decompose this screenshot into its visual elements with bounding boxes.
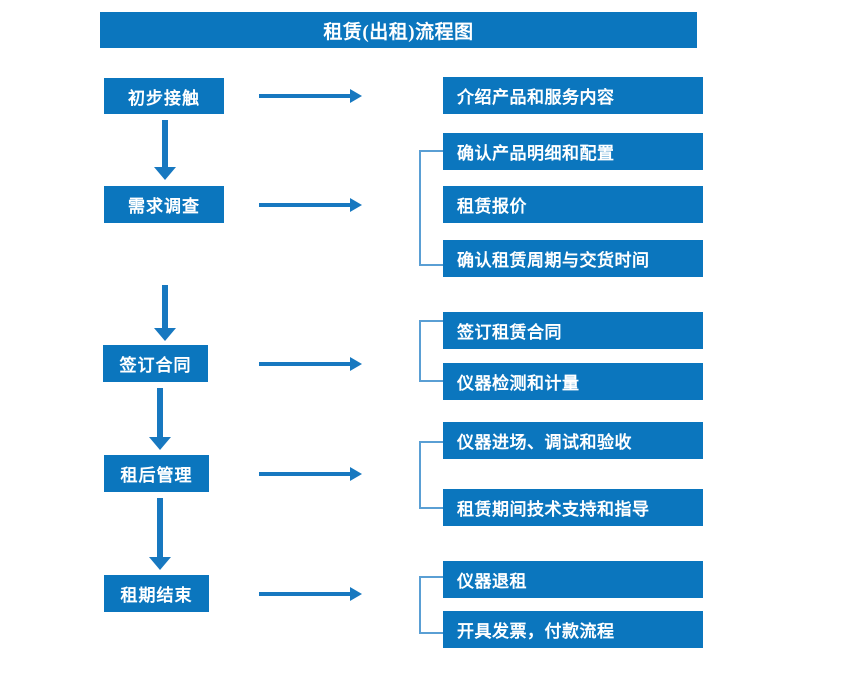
detail-box-3-1[interactable]: 签订租赁合同 xyxy=(443,312,703,349)
down-arrow-icon-1 xyxy=(154,120,176,180)
down-arrow-icon-2 xyxy=(154,285,176,341)
right-arrow-icon-4 xyxy=(259,467,362,481)
stage-box-4[interactable]: 租后管理 xyxy=(104,455,209,492)
group-bracket-icon-5 xyxy=(419,576,443,634)
detail-box-5-2[interactable]: 开具发票，付款流程 xyxy=(443,611,703,648)
down-arrow-icon-4 xyxy=(149,498,171,570)
detail-box-1-1[interactable]: 介绍产品和服务内容 xyxy=(443,77,703,114)
stage-box-2[interactable]: 需求调查 xyxy=(104,186,224,223)
right-arrow-icon-2 xyxy=(259,198,362,212)
group-bracket-icon-4 xyxy=(419,441,443,509)
right-arrow-icon-5 xyxy=(259,587,362,601)
group-bracket-icon-2 xyxy=(419,150,443,266)
detail-box-4-2[interactable]: 租赁期间技术支持和指导 xyxy=(443,489,703,526)
stage-box-3[interactable]: 签订合同 xyxy=(103,345,208,382)
page-title: 租赁(出租)流程图 xyxy=(100,12,697,48)
detail-box-3-2[interactable]: 仪器检测和计量 xyxy=(443,363,703,400)
detail-box-2-3[interactable]: 确认租赁周期与交货时间 xyxy=(443,240,703,277)
detail-box-2-2[interactable]: 租赁报价 xyxy=(443,186,703,223)
detail-box-5-1[interactable]: 仪器退租 xyxy=(443,561,703,598)
right-arrow-icon-1 xyxy=(259,89,362,103)
right-arrow-icon-3 xyxy=(259,357,362,371)
detail-box-2-1[interactable]: 确认产品明细和配置 xyxy=(443,133,703,170)
stage-box-1[interactable]: 初步接触 xyxy=(104,78,224,114)
stage-box-5[interactable]: 租期结束 xyxy=(104,575,209,612)
down-arrow-icon-3 xyxy=(149,388,171,450)
detail-box-4-1[interactable]: 仪器进场、调试和验收 xyxy=(443,422,703,459)
group-bracket-icon-3 xyxy=(419,320,443,382)
